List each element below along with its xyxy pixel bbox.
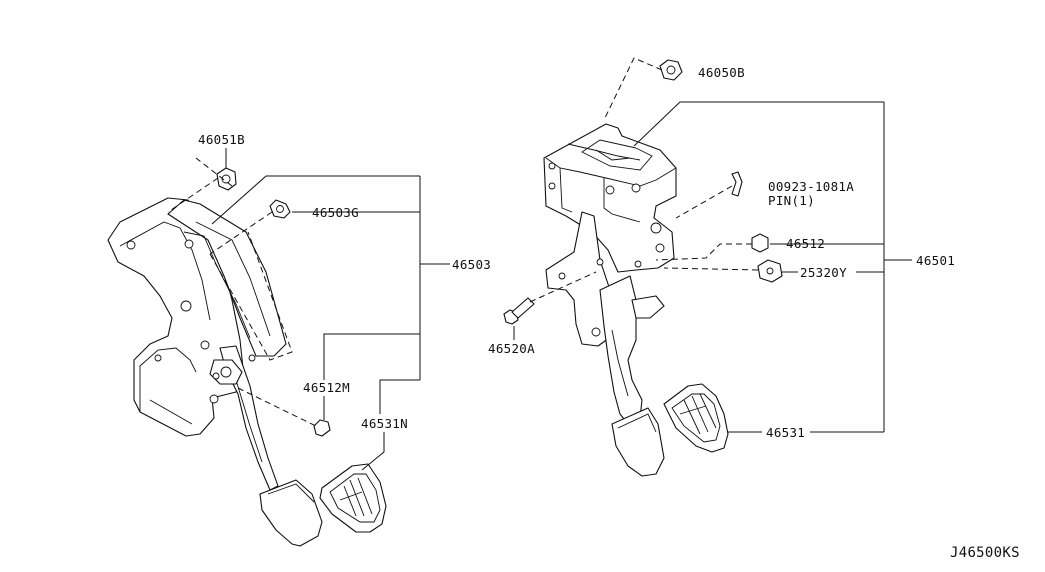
stopper-46512 — [751, 233, 769, 253]
label-46512M: 46512M — [303, 380, 350, 395]
label-pin-quantity: PIN(1) — [768, 193, 815, 208]
label-25320Y: 25320Y — [800, 265, 847, 280]
label-46520A: 46520A — [488, 341, 535, 356]
label-00923-1081A: 00923-1081A — [768, 179, 854, 194]
label-46512: 46512 — [786, 236, 825, 251]
stopper-46512M — [313, 419, 331, 437]
label-46050B: 46050B — [698, 65, 745, 80]
left-pedal-assembly — [107, 157, 387, 547]
label-46503G: 46503G — [312, 205, 359, 220]
pin-00923 — [731, 171, 743, 197]
right-pedal-assembly — [503, 57, 783, 477]
right-leaders — [513, 101, 912, 433]
label-46503: 46503 — [452, 257, 491, 272]
label-46051B: 46051B — [198, 132, 245, 147]
left-leaders — [211, 148, 450, 471]
drawing-id: J46500KS — [950, 545, 1020, 561]
callout-labels: 46051B 46503G 46503 46512M 46531N 46050B… — [198, 65, 1020, 561]
label-46531N: 46531N — [361, 416, 408, 431]
label-46531: 46531 — [766, 425, 805, 440]
label-46501: 46501 — [916, 253, 955, 268]
